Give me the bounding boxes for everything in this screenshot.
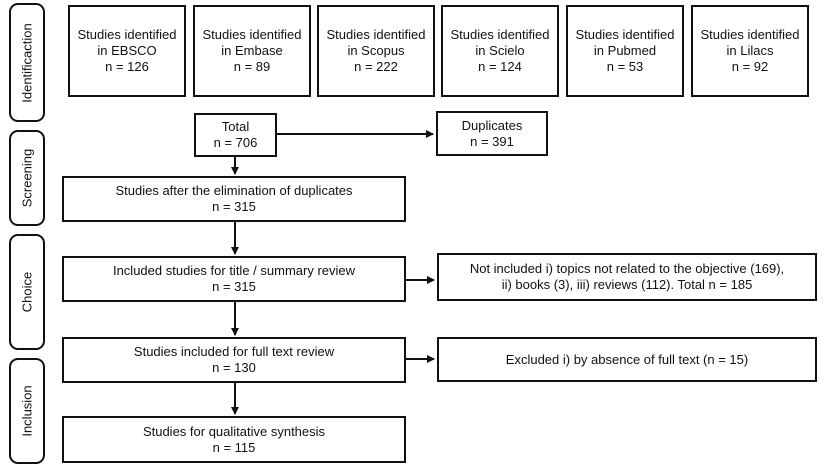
synthesis-box: Studies for qualitative synthesis n = 11… <box>62 416 406 463</box>
not-included-line2: ii) books (3), iii) reviews (112). Total… <box>501 277 753 292</box>
source-box-count: n = 222 <box>354 59 398 74</box>
title-review-count: n = 315 <box>212 279 256 294</box>
total-label: Total <box>221 119 250 134</box>
source-box-line2: in Lilacs <box>726 43 774 58</box>
source-box-line2: in Embase <box>221 43 283 58</box>
source-box-line2: in Scopus <box>347 43 405 58</box>
source-box-line1: Studies identified <box>77 27 177 42</box>
after-duplicates-box: Studies after the elimination of duplica… <box>62 176 406 222</box>
not-included-line1: Not included i) topics not related to th… <box>469 261 785 276</box>
total-box: Total n = 706 <box>194 113 277 157</box>
phase-inclusion: Inclusion <box>9 358 45 464</box>
duplicates-count: n = 391 <box>470 133 514 149</box>
title-review-label: Included studies for title / summary rev… <box>112 263 356 278</box>
full-text-label: Studies included for full text review <box>133 344 335 359</box>
source-box-line1: Studies identified <box>202 27 302 42</box>
source-box-scielo: Studies identified in Scielo n = 124 <box>441 5 559 97</box>
excluded-label: Excluded i) by absence of full text (n =… <box>505 351 749 367</box>
full-text-box: Studies included for full text review n … <box>62 337 406 383</box>
full-text-count: n = 130 <box>212 360 256 375</box>
after-duplicates-label: Studies after the elimination of duplica… <box>115 183 353 198</box>
phase-choice: Choice <box>9 234 45 350</box>
source-box-line1: Studies identified <box>575 27 675 42</box>
total-count: n = 706 <box>213 135 258 150</box>
source-box-count: n = 53 <box>606 59 644 74</box>
source-box-line2: in Scielo <box>475 43 525 58</box>
duplicates-label: Duplicates <box>461 117 523 133</box>
synthesis-label: Studies for qualitative synthesis <box>142 423 326 439</box>
synthesis-count: n = 115 <box>212 439 256 455</box>
not-included-box: Not included i) topics not related to th… <box>437 253 817 301</box>
source-box-ebsco: Studies identified in EBSCO n = 126 <box>68 5 186 97</box>
source-box-lilacs: Studies identified in Lilacs n = 92 <box>691 5 809 97</box>
source-box-pubmed: Studies identified in Pubmed n = 53 <box>566 5 684 97</box>
source-box-line1: Studies identified <box>700 27 800 42</box>
source-box-count: n = 89 <box>233 59 271 74</box>
source-box-line2: in Pubmed <box>593 43 657 58</box>
source-box-count: n = 92 <box>731 59 769 74</box>
after-duplicates-count: n = 315 <box>212 199 256 214</box>
source-box-line2: in EBSCO <box>97 43 157 58</box>
source-box-embase: Studies identified in Embase n = 89 <box>193 5 311 97</box>
excluded-box: Excluded i) by absence of full text (n =… <box>437 337 817 382</box>
phase-identification: Identificaction <box>9 3 45 122</box>
title-review-box: Included studies for title / summary rev… <box>62 256 406 302</box>
source-box-count: n = 126 <box>105 59 149 74</box>
phase-screening: Screening <box>9 130 45 226</box>
source-box-line1: Studies identified <box>450 27 550 42</box>
source-box-scopus: Studies identified in Scopus n = 222 <box>317 5 435 97</box>
duplicates-box: Duplicates n = 391 <box>436 111 548 156</box>
source-box-count: n = 124 <box>478 59 522 74</box>
source-box-line1: Studies identified <box>326 27 426 42</box>
